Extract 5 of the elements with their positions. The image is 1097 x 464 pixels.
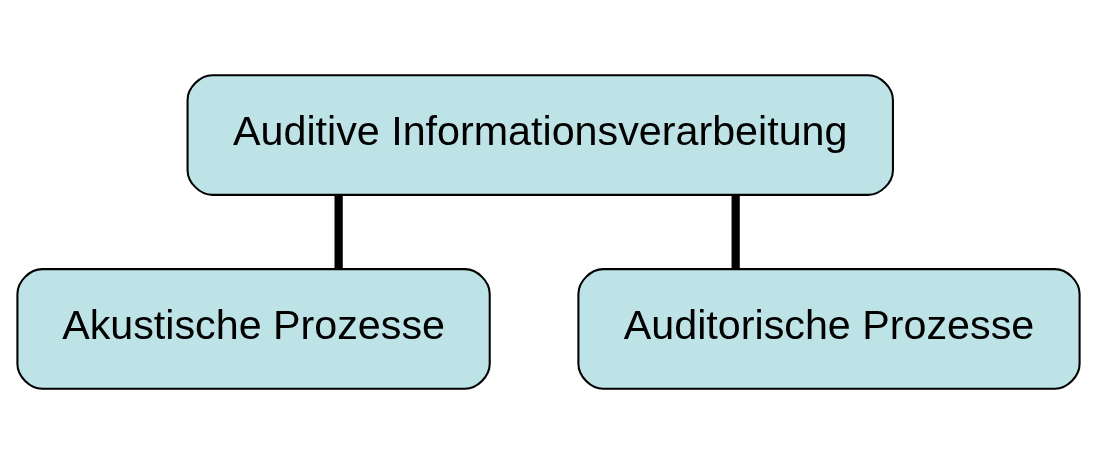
node-box: Auditorische Prozesse bbox=[577, 268, 1081, 390]
connector bbox=[334, 195, 343, 269]
connector bbox=[731, 195, 740, 269]
node-box: Auditive Informationsverarbeitung bbox=[186, 74, 894, 196]
node-box: Akustische Prozesse bbox=[16, 268, 491, 390]
